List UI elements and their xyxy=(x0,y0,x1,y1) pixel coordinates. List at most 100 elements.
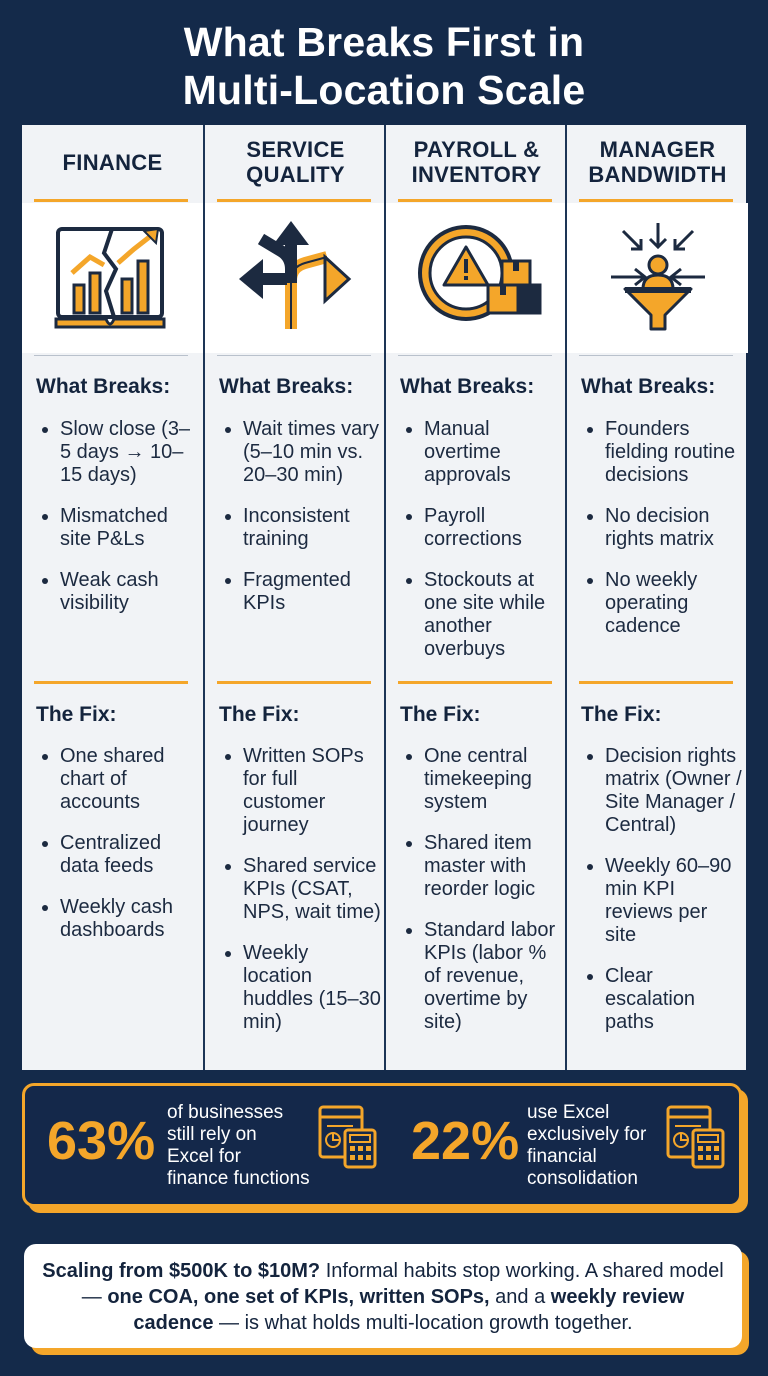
fix-list: Written SOPs for full customer journey S… xyxy=(219,745,381,1052)
spreadsheet-calculator-icon xyxy=(318,1105,377,1169)
list-item: Inconsistent training xyxy=(219,505,381,551)
funnel-person-icon xyxy=(611,223,705,331)
column-heading: SERVICE QUALITY xyxy=(205,125,386,199)
heading-line: SERVICE xyxy=(246,137,345,162)
what-breaks-label: What Breaks: xyxy=(400,375,535,398)
section-divider xyxy=(217,681,371,684)
stat-text-line: consolidation xyxy=(527,1168,638,1189)
list-item: No weekly operating cadence xyxy=(581,569,743,638)
heading-line: FINANCE xyxy=(62,149,163,175)
list-item: Stockouts at one site while another over… xyxy=(400,569,562,661)
fix-list: One central timekeeping system Shared it… xyxy=(400,745,562,1052)
broken-growth-chart-icon xyxy=(54,227,166,329)
section-divider xyxy=(34,355,188,356)
heading-divider xyxy=(579,199,733,202)
page-title: What Breaks First in Multi-Location Scal… xyxy=(0,18,768,114)
heading-line: MANAGER xyxy=(599,137,716,162)
title-line-2: Multi-Location Scale xyxy=(182,67,586,113)
list-item: Centralized data feeds xyxy=(36,832,198,878)
stat-text-line: of businesses xyxy=(167,1102,284,1123)
stat-text: use Excel exclusively for financial cons… xyxy=(527,1102,699,1190)
heading-divider xyxy=(217,199,371,202)
note-bold-text: one COA, one set of KPIs, written SOPs, xyxy=(107,1286,490,1308)
stat-value: 63% xyxy=(47,1111,156,1171)
icon-area xyxy=(22,203,203,353)
list-item: Clear escalation paths xyxy=(581,965,743,1034)
section-divider xyxy=(217,355,371,356)
list-item: Written SOPs for full customer journey xyxy=(219,745,381,837)
breaks-list: Manual overtime approvals Payroll correc… xyxy=(400,418,562,679)
column-manager-bandwidth: MANAGER BANDWIDTH What Breaks: Founders … xyxy=(565,125,748,1070)
column-heading: PAYROLL & INVENTORY xyxy=(386,125,567,199)
column-payroll-inventory: PAYROLL & INVENTORY What Breaks: Manual … xyxy=(384,125,567,1070)
fix-label: The Fix: xyxy=(400,703,481,726)
list-item: Decision rights matrix (Owner / Site Man… xyxy=(581,745,743,837)
list-item: Wait times vary (5–10 min vs. 20–30 min) xyxy=(219,418,381,487)
list-item: Weak cash visibility xyxy=(36,569,198,615)
summary-note: Scaling from $500K to $10M? Informal hab… xyxy=(24,1244,742,1348)
list-item: Shared service KPIs (CSAT, NPS, wait tim… xyxy=(219,855,381,924)
list-item: Fragmented KPIs xyxy=(219,569,381,615)
breaks-list: Wait times vary (5–10 min vs. 20–30 min)… xyxy=(219,418,381,633)
what-breaks-label: What Breaks: xyxy=(36,375,171,398)
list-item: Founders fielding routine decisions xyxy=(581,418,743,487)
column-service-quality: SERVICE QUALITY What Breaks: Wait times … xyxy=(203,125,386,1070)
section-divider xyxy=(34,681,188,684)
fix-label: The Fix: xyxy=(219,703,300,726)
list-item: Standard labor KPIs (labor % of revenue,… xyxy=(400,919,562,1034)
heading-line: PAYROLL & xyxy=(413,137,540,162)
what-breaks-label: What Breaks: xyxy=(581,375,716,398)
breaks-list: Founders fielding routine decisions No d… xyxy=(581,418,743,656)
list-item: One shared chart of accounts xyxy=(36,745,198,814)
title-line-1: What Breaks First in xyxy=(183,19,585,65)
list-item: Shared item master with reorder logic xyxy=(400,832,562,901)
column-heading: MANAGER BANDWIDTH xyxy=(567,125,748,199)
section-divider xyxy=(398,355,552,356)
columns-panel: FINANCE What Breaks: Slow close (3–5 day… xyxy=(22,125,748,1070)
stat-text: of businesses still rely on Excel for fi… xyxy=(167,1102,339,1190)
fix-list: Decision rights matrix (Owner / Site Man… xyxy=(581,745,743,1052)
heading-line: INVENTORY xyxy=(411,162,542,187)
list-item: Weekly location huddles (15–30 min) xyxy=(219,942,381,1034)
stat-text-line: still rely on xyxy=(167,1124,257,1145)
what-breaks-label: What Breaks: xyxy=(219,375,354,398)
icon-area xyxy=(205,203,386,353)
heading-line: QUALITY xyxy=(246,162,345,187)
note-bold-text: Scaling from $500K to $10M? xyxy=(42,1260,321,1282)
icon-area xyxy=(386,203,567,353)
list-item: Weekly 60–90 min KPI reviews per site xyxy=(581,855,743,947)
note-bold-text: weekly review cadence xyxy=(133,1286,685,1334)
note-text: — is what holds multi-location growth to… xyxy=(213,1312,633,1334)
stat-text-line: finance functions xyxy=(167,1168,310,1189)
heading-divider xyxy=(34,199,188,202)
list-item: Payroll corrections xyxy=(400,505,562,551)
heading-divider xyxy=(398,199,552,202)
section-divider xyxy=(579,681,733,684)
list-item: Weekly cash dashboards xyxy=(36,896,198,942)
clock-warning-boxes-icon xyxy=(418,225,542,321)
column-finance: FINANCE What Breaks: Slow close (3–5 day… xyxy=(22,125,203,1070)
list-item: Manual overtime approvals xyxy=(400,418,562,487)
fix-label: The Fix: xyxy=(36,703,117,726)
spreadsheet-calculator-icon xyxy=(666,1105,725,1169)
stat-value: 22% xyxy=(411,1111,520,1171)
stat-text-line: exclusively for xyxy=(527,1124,647,1145)
stat-text-line: Excel for xyxy=(167,1146,241,1167)
split-arrows-icon xyxy=(239,221,352,329)
list-item: One central timekeeping system xyxy=(400,745,562,814)
icon-area xyxy=(567,203,748,353)
column-heading: FINANCE xyxy=(22,125,203,199)
section-divider xyxy=(398,681,552,684)
stats-banner: 63% of businesses still rely on Excel fo… xyxy=(22,1083,742,1207)
breaks-list: Slow close (3–5 days → 10–15 days) Misma… xyxy=(36,418,198,633)
list-item: No decision rights matrix xyxy=(581,505,743,551)
stat-text-line: financial xyxy=(527,1146,597,1167)
note-text: Informal habits stop working. A shared m… xyxy=(81,1260,724,1308)
fix-list: One shared chart of accounts Centralized… xyxy=(36,745,198,960)
section-divider xyxy=(579,355,733,356)
fix-label: The Fix: xyxy=(581,703,662,726)
list-item: Slow close (3–5 days → 10–15 days) xyxy=(36,418,198,487)
list-item: Mismatched site P&Ls xyxy=(36,505,198,551)
stat-text-line: use Excel xyxy=(527,1102,610,1123)
heading-line: BANDWIDTH xyxy=(588,162,727,187)
